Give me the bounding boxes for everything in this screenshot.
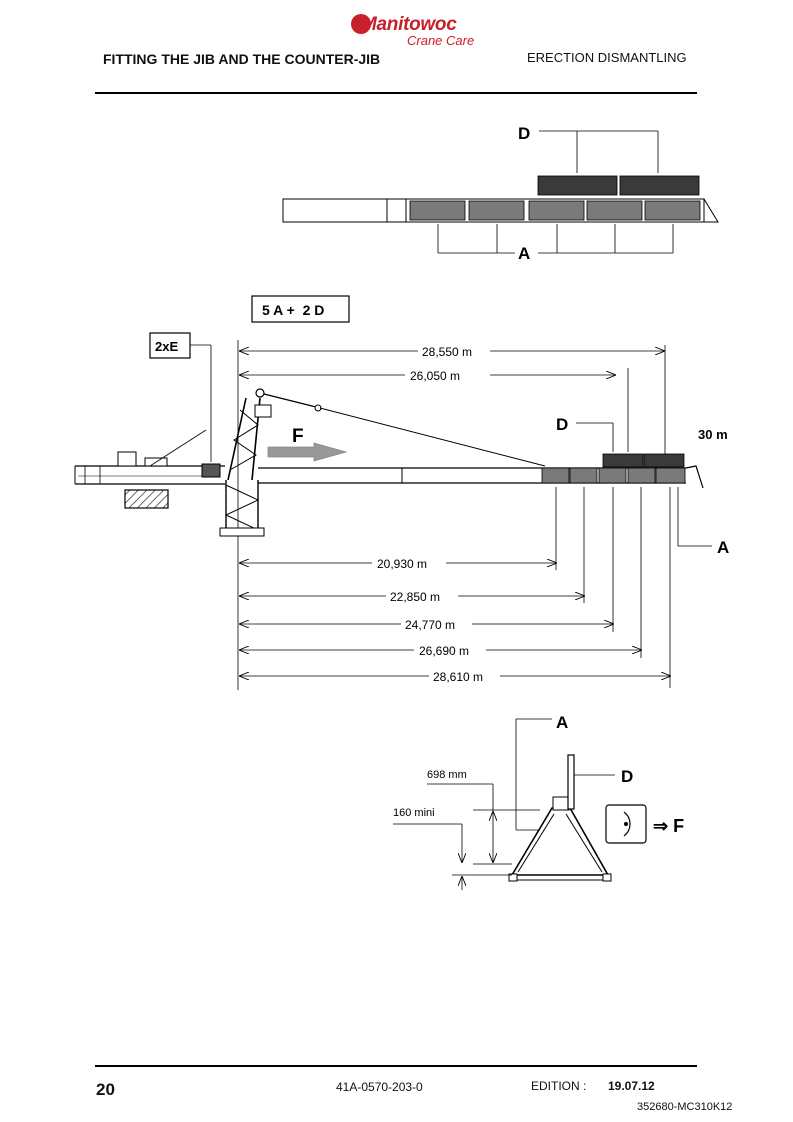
ballast-formula: 5 A + 2 D [262,302,324,318]
ballast-block-a [468,200,525,221]
ballast-block-a [644,200,701,221]
force-label-section: ⇒ F [653,816,684,836]
label-d-section: D [621,767,633,786]
ballast-block-d [602,453,644,468]
edition-label: EDITION : [531,1079,587,1093]
force-arrow [267,442,348,462]
dim-160: 160 mini [393,807,435,819]
footer-code: 352680-MC310K12 [637,1101,733,1113]
ballast-block-a [586,200,643,221]
ballast-layout-top: D A [282,124,719,263]
ballast-block-a [627,467,656,484]
footer-rule [95,1065,697,1067]
ballast-block-a [409,200,466,221]
label-d-top: D [518,124,530,143]
ballast-block-d [619,175,700,196]
page-title: FITTING THE JIB AND THE COUNTER-JIB [103,51,381,67]
counterweight-hatch [124,489,169,509]
section-title: ERECTION DISMANTLING [527,50,687,65]
manitowoc-logo-mark [351,14,371,34]
brand-subtitle: Crane Care [407,33,475,48]
dim-22850: 22,850 m [390,590,440,604]
document-reference: 41A-0570-203-0 [336,1080,423,1094]
label-a-top: A [518,244,530,263]
force-label: F [292,426,304,447]
header-rule [95,92,697,94]
ballast-block-a [598,467,627,484]
page-number: 20 [96,1080,115,1099]
crane-elevation: 5 A + 2 D 2xE 28,550 m 26,050 m [74,295,729,690]
ballast-block-d [643,453,685,468]
brand-logo: Manitowoc [361,14,457,35]
dim-698: 698 mm [427,769,467,781]
counter-ballast-label: 2xE [155,339,178,354]
dim-20930: 20,930 m [377,557,427,571]
label-d-main: D [556,415,568,434]
ballast-block-a [655,467,686,484]
label-a-main: A [717,538,729,557]
dim-28610: 28,610 m [433,670,483,684]
jib-section: A D 698 mm 160 mini ⇒ F [393,713,684,890]
ballast-block-a [541,467,570,484]
ballast-block-a [528,200,585,221]
dim-26690: 26,690 m [419,644,469,658]
edition-date: 19.07.12 [608,1079,655,1093]
ballast-block-a [569,467,598,484]
dim-24770: 24,770 m [405,618,455,632]
label-a-section: A [556,713,568,732]
dim-26050: 26,050 m [410,369,460,383]
ballast-block-d [537,175,618,196]
dim-28550: 28,550 m [422,345,472,359]
jib-length: 30 m [698,427,728,442]
